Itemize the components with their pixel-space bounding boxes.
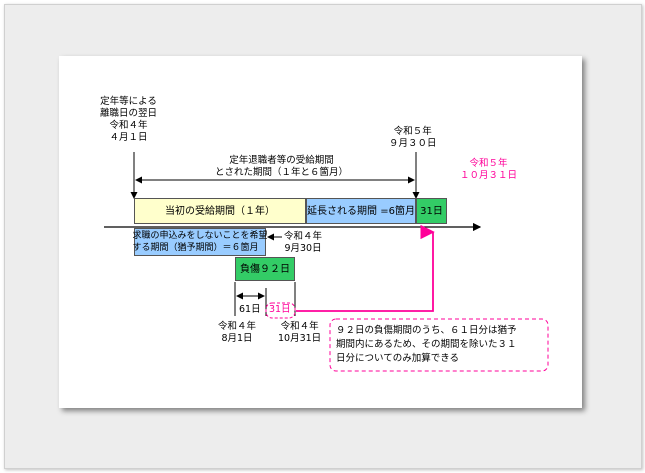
days31-highlight (265, 302, 296, 319)
days31-label: 31日 (269, 304, 291, 315)
grace-period-box: 求職の申込みをしないことを希望 する期間（猶予期間）＝６箇月 (133, 228, 268, 256)
initial-period-box: 当初の受給期間（１年） (134, 198, 306, 224)
oct31-label: 令和４年 10月31日 (278, 321, 322, 344)
r5-end-label: 令和５年 ９月３０日 (389, 126, 437, 149)
injury-box: 負傷９２日 (235, 257, 295, 281)
sep30-label: 令和４年 9月30日 (284, 231, 323, 254)
days61-label: 61日 (239, 304, 261, 315)
extended-period-box: 延長される期間 =6箇月 (306, 198, 416, 224)
period-title-label: 定年退職者等の受給期間 とされた期間（１年と６箇月） (215, 155, 349, 178)
explanation-note: ９２日の負傷期間のうち、６１日分は猶予 期間内にあるため、その期間を除いた３１ … (336, 325, 517, 364)
aug1-label: 令和４年 8月1日 (218, 321, 257, 344)
extra-31-box: 31日 (416, 198, 447, 224)
note-box (329, 318, 549, 372)
magenta-connector (296, 224, 435, 312)
extended-end-label: 令和５年 １０月３１日 (460, 158, 518, 181)
retirement-date-label: 定年等による 離職日の翌日 令和４年 ４月１日 (100, 96, 158, 143)
